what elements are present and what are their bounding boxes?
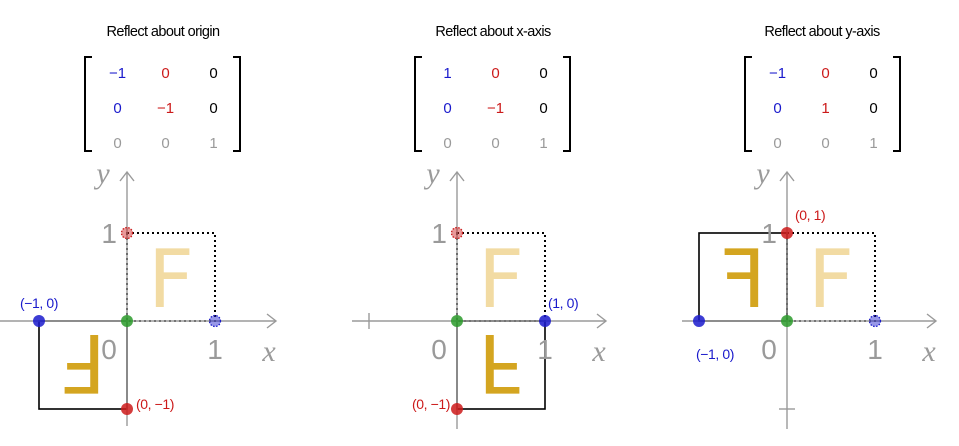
origin-label: 0 [761,334,777,365]
matrix-cell-r1c2: 0 [491,65,499,82]
reflected-f-letter: F [720,233,766,326]
reflected-f: F [720,233,766,326]
origin-point [121,315,133,327]
transformed-point-red [451,403,463,415]
matrix-cell-r3c2: 0 [491,135,499,152]
matrix-cell-r2c2: −1 [157,100,174,117]
reflected-f: F [478,316,524,409]
matrix-right-bracket [563,56,571,152]
x-axis-label: x [261,335,276,368]
reflected-f-letter: F [478,316,524,409]
panel-title: Reflect about x-axis [435,24,551,40]
matrix-cell-r3c1: 0 [443,135,451,152]
y-axis-arrow-icon [779,170,795,182]
matrix-cell-r2c2: 1 [821,100,829,117]
matrix-cell-r1c2: 0 [821,65,829,82]
y-unit-label: 1 [761,218,777,249]
x-axis-arrow-icon [926,313,938,329]
original-f-letter: F [478,233,524,326]
original-f-letter: F [148,233,194,326]
matrix-cell-r3c3: 1 [869,135,877,152]
matrix-cell-r3c1: 0 [113,135,121,152]
matrix-cell-r3c2: 0 [821,135,829,152]
ghost-point-0-1 [120,226,134,240]
matrix-cell-r2c3: 0 [539,100,547,117]
ghost-point-1-0 [208,314,222,328]
y-axis-label: y [423,157,440,190]
matrix-cell-r2c1: 0 [443,100,451,117]
matrix-cell-r2c1: 0 [773,100,781,117]
origin-label: 0 [101,334,117,365]
matrix-cell-r1c3: 0 [539,65,547,82]
matrix-right-bracket [233,56,241,152]
ghost-point-1-0 [868,314,882,328]
x-unit-label: 1 [537,334,553,365]
transformed-point-blue [539,315,551,327]
matrix-left-bracket [84,56,92,152]
reflected-f-letter: F [60,316,106,409]
origin-label: 0 [431,334,447,365]
blue-point-label: (−1, 0) [696,346,734,362]
matrix-left-bracket [414,56,422,152]
x-unit-label: 1 [207,334,223,365]
ghost-point-0-1 [450,226,464,240]
matrix-cell-r1c3: 0 [209,65,217,82]
origin-point [451,315,463,327]
matrix-cell-r1c2: 0 [161,65,169,82]
y-axis-arrow-icon [119,170,135,182]
matrix-cell-r3c1: 0 [773,135,781,152]
transformed-point-blue [693,315,705,327]
y-unit-label: 1 [431,218,447,249]
original-f-letter: F [808,233,854,326]
transformed-point-red [121,403,133,415]
matrix-cell-r1c1: 1 [443,65,451,82]
matrix-cell-r2c2: −1 [487,100,504,117]
matrix-cell-r2c1: 0 [113,100,121,117]
transformed-point-blue [33,315,45,327]
x-unit-label: 1 [867,334,883,365]
origin-point [781,315,793,327]
matrix-cell-r1c1: −1 [109,65,126,82]
y-axis-label: y [753,157,770,190]
matrix-cell-r2c3: 0 [209,100,217,117]
blue-point-label: (−1, 0) [20,295,58,311]
blue-point-label: (1, 0) [548,295,578,311]
x-axis-label: x [591,335,606,368]
matrix-cell-r2c3: 0 [869,100,877,117]
red-point-label: (0, 1) [795,207,825,223]
transformed-point-red [781,227,793,239]
red-point-label: (0, −1) [136,396,174,412]
panel-title: Reflect about origin [107,24,220,40]
matrix-cell-r1c3: 0 [869,65,877,82]
matrix-cell-r1c1: −1 [769,65,786,82]
x-axis-arrow-icon [266,313,278,329]
matrix-left-bracket [744,56,752,152]
y-axis-arrow-icon [449,170,465,182]
y-unit-label: 1 [101,218,117,249]
panel-title: Reflect about y-axis [764,24,880,40]
matrix-right-bracket [893,56,901,152]
red-point-label: (0, −1) [412,396,450,412]
reflected-f: F [60,316,106,409]
x-axis-label: x [921,335,936,368]
matrix-cell-r3c3: 1 [539,135,547,152]
matrix-cell-r3c3: 1 [209,135,217,152]
x-axis-arrow-icon [596,313,608,329]
y-axis-label: y [93,157,110,190]
matrix-cell-r3c2: 0 [161,135,169,152]
